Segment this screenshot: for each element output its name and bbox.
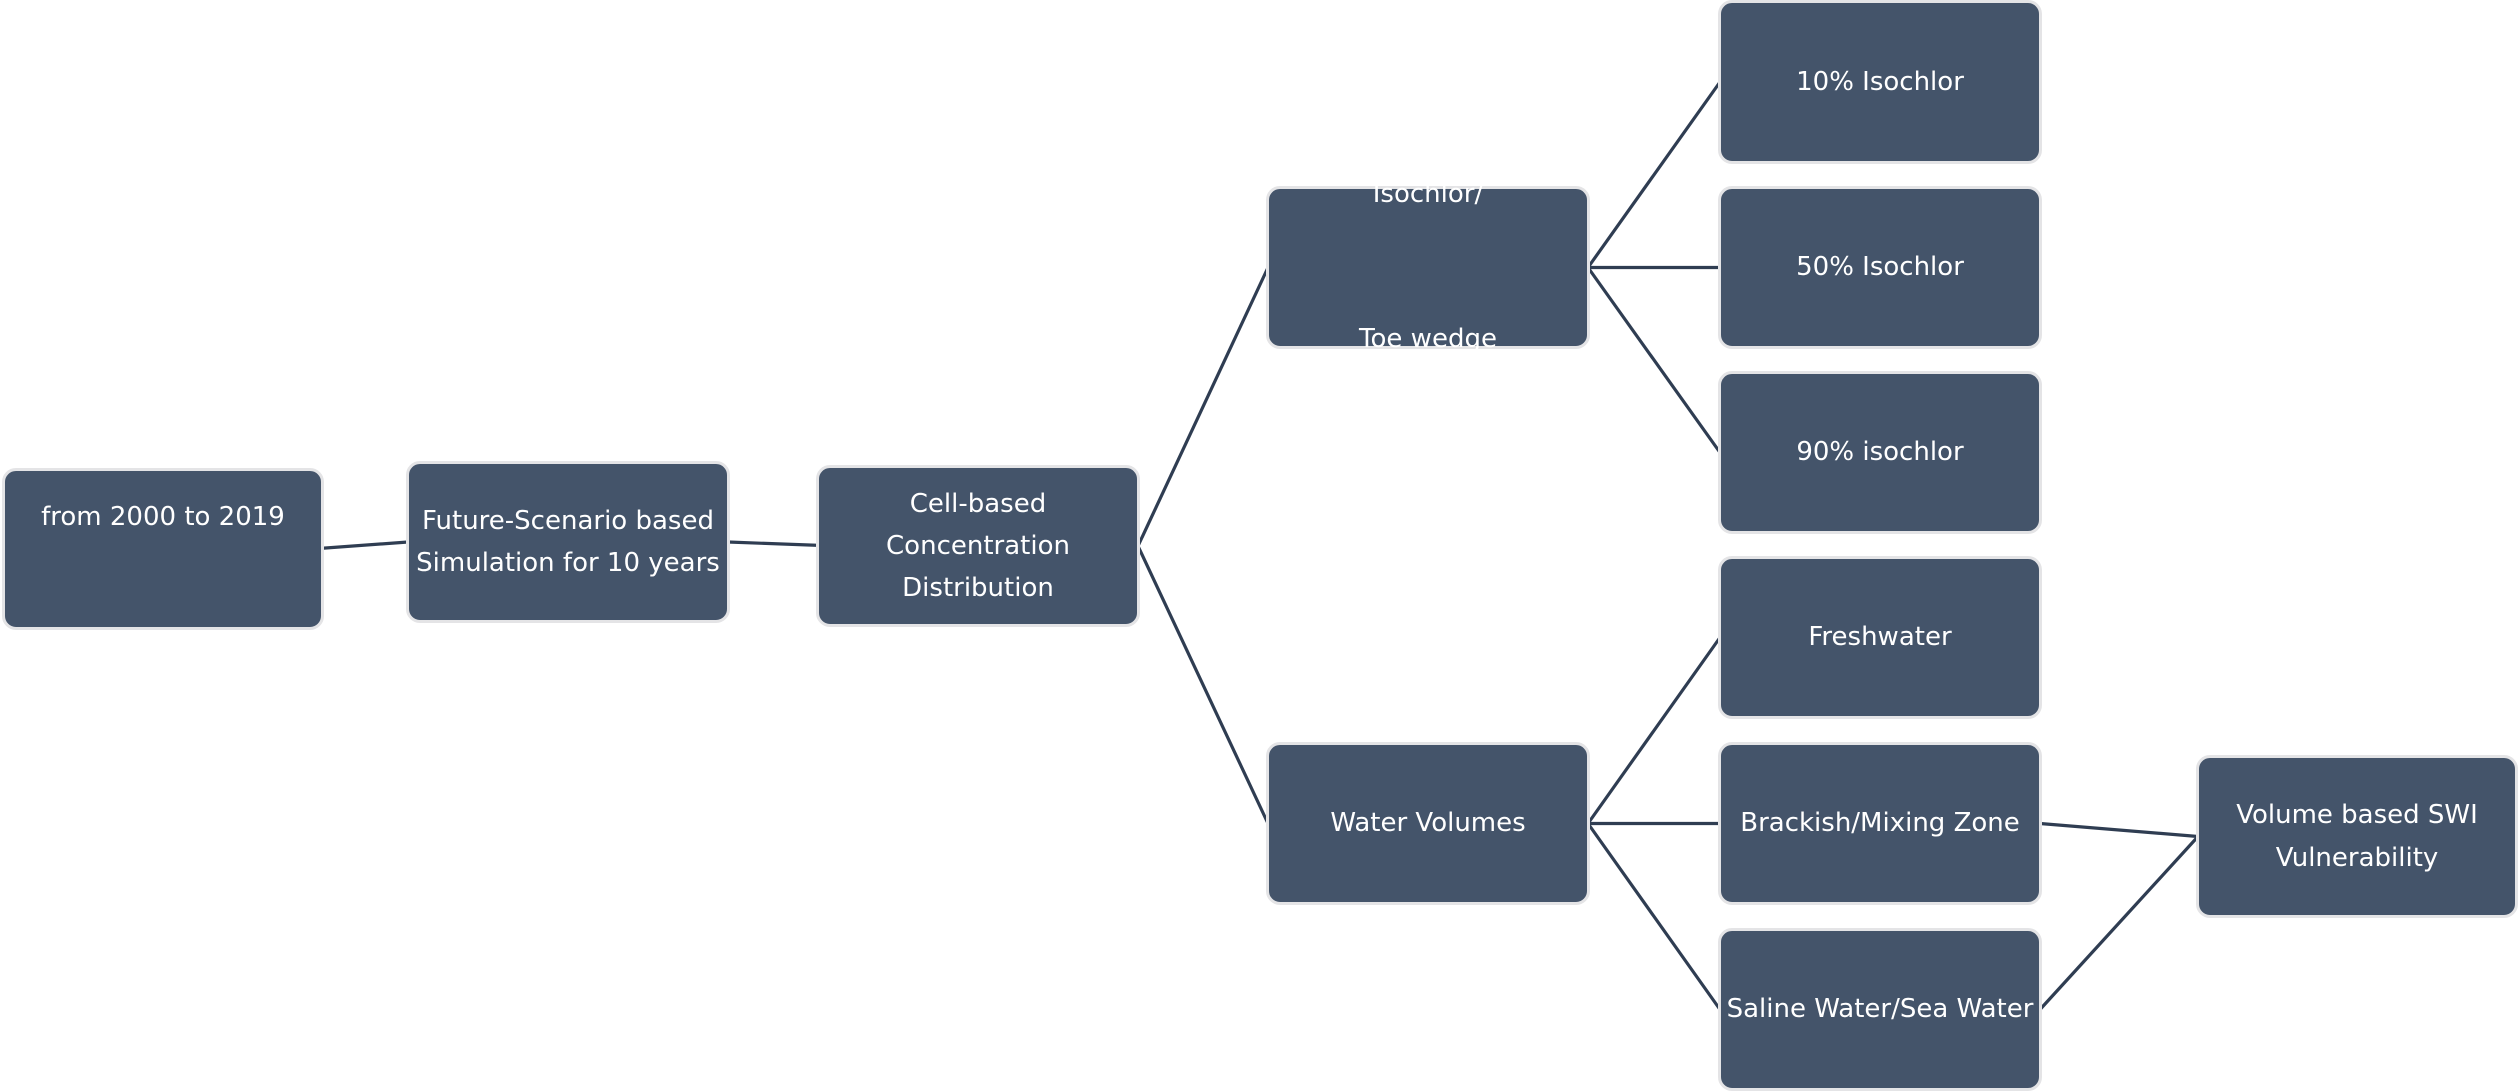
connector-water_volumes-to-saline bbox=[1586, 822, 1722, 1011]
label-line: Toe wedge bbox=[1359, 324, 1497, 355]
node-freshwater[interactable]: Freshwater bbox=[1718, 556, 2042, 719]
label-line: (Chang et al, 2020) bbox=[36, 647, 290, 678]
node-water-volumes[interactable]: Water Volumes bbox=[1266, 742, 1590, 905]
node-saline-sea-water[interactable]: Saline Water/Sea Water bbox=[1718, 928, 2042, 1091]
node-cell-based-concentration-label: Cell-based Concentration Distribution bbox=[886, 488, 1070, 604]
node-50-percent-isochlor[interactable]: 50% Isochlor bbox=[1718, 186, 2042, 349]
node-10-percent-isochlor[interactable]: 10% Isochlor bbox=[1718, 0, 2042, 164]
node-water-volumes-label: Water Volumes bbox=[1330, 808, 1526, 839]
connector-saline-to-swi bbox=[2038, 835, 2200, 1011]
connector-cell_based-to-isochlor bbox=[1136, 266, 1270, 547]
node-volume-based-swi-vulnerability[interactable]: Volume based SWI Vulnerability bbox=[2196, 755, 2518, 918]
connector-historical-to-future bbox=[311, 540, 409, 551]
node-isochlor-toe-wedge-label: Isochlor/ Toe wedge bbox=[1359, 133, 1497, 403]
node-future-scenario[interactable]: Future-Scenario based Simulation for 10 … bbox=[406, 461, 730, 623]
connector-isochlor-to-iso10 bbox=[1586, 81, 1722, 269]
node-freshwater-label: Freshwater bbox=[1808, 622, 1952, 653]
label-line: from 2000 to 2019 bbox=[41, 502, 285, 533]
node-historical-simulation[interactable]: Historical Simulation from 2000 to 2019 … bbox=[2, 419, 324, 677]
node-90-percent-isochlor-label: 90% isochlor bbox=[1796, 437, 1964, 468]
label-gap bbox=[1359, 258, 1497, 278]
node-isochlor-toe-wedge[interactable]: Isochlor/ Toe wedge bbox=[1266, 179, 1590, 354]
node-future-scenario-label: Future-Scenario based Simulation for 10 … bbox=[416, 505, 720, 578]
label-line: Historical Simulation bbox=[28, 419, 298, 450]
node-saline-sea-water-label: Saline Water/Sea Water bbox=[1726, 994, 2034, 1025]
label-gap bbox=[29, 581, 298, 601]
connector-isochlor-to-iso90 bbox=[1586, 266, 1722, 454]
connector-brackish-to-swi bbox=[2039, 821, 2199, 839]
node-historical-simulation-label: Historical Simulation from 2000 to 2019 … bbox=[29, 373, 298, 726]
node-90-percent-isochlor[interactable]: 90% isochlor bbox=[1718, 371, 2042, 534]
label-line: Isochlor/ bbox=[1372, 179, 1484, 210]
node-brackish-mixing-zone-label: Brackish/Mixing Zone bbox=[1740, 808, 2020, 839]
node-50-percent-isochlor-label: 50% Isochlor bbox=[1796, 252, 1964, 283]
node-cell-based-concentration[interactable]: Cell-based Concentration Distribution bbox=[816, 465, 1140, 627]
node-10-percent-isochlor-label: 10% Isochlor bbox=[1796, 66, 1964, 97]
node-brackish-mixing-zone[interactable]: Brackish/Mixing Zone bbox=[1718, 742, 2042, 905]
connector-water_volumes-to-freshwater bbox=[1586, 636, 1722, 825]
node-volume-based-swi-vulnerability-label: Volume based SWI Vulnerability bbox=[2236, 800, 2478, 873]
connector-cell_based-to-water_volumes bbox=[1136, 545, 1270, 825]
